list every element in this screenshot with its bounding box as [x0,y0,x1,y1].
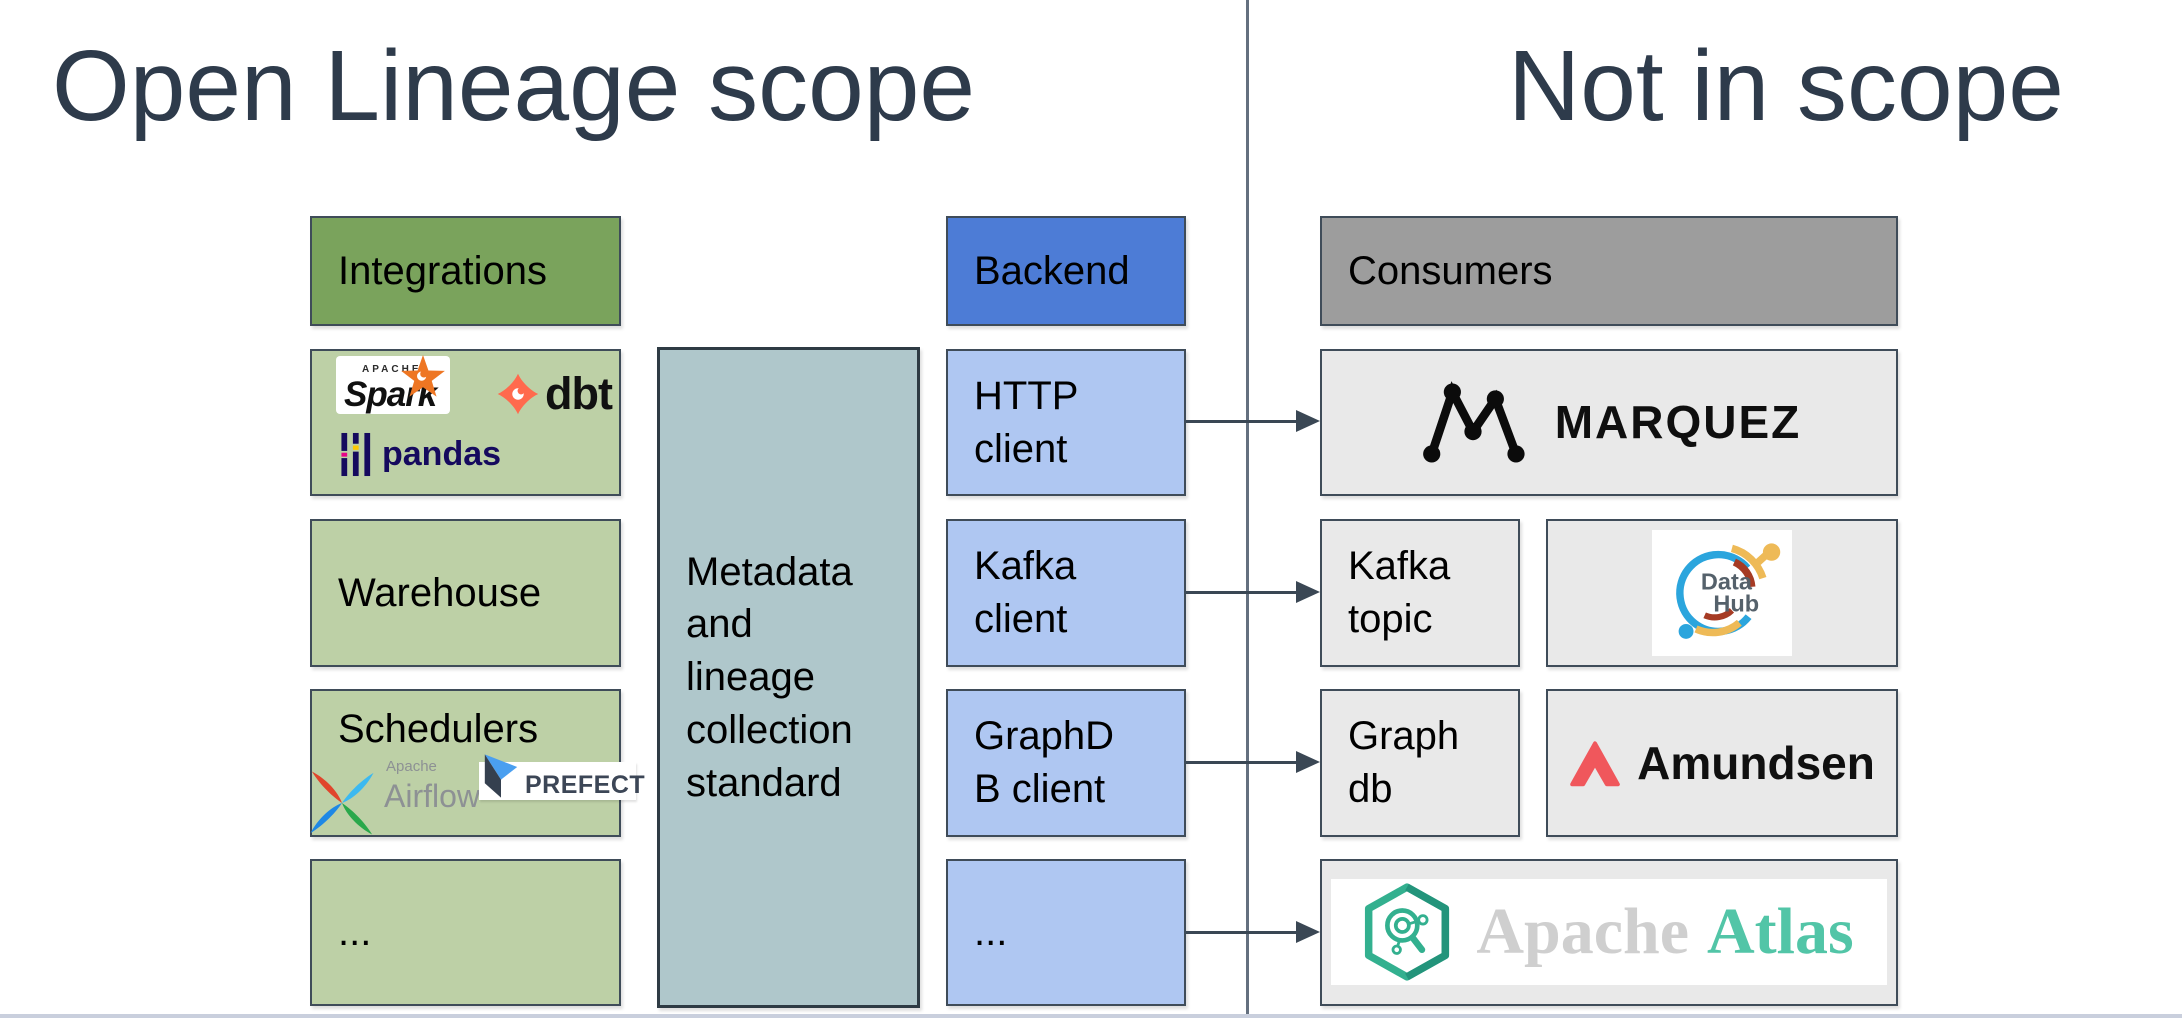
schedulers-label: Schedulers [338,707,539,751]
left-scope-title: Open Lineage scope [52,30,975,142]
kafka-topic-box: Kafka topic [1320,519,1520,667]
metadata-standard-box: Metadata and lineage collection standard [657,347,920,1008]
atlas-label: Atlas [1707,895,1854,969]
airflow-pinwheel-icon [310,771,374,835]
amundsen-label: Amundsen [1637,736,1875,789]
atlas-box: Apache Atlas [1320,859,1898,1006]
arrow-more-to-atlas [1186,921,1320,943]
center-divider-line [1246,0,1249,1014]
spark-star-icon [401,355,445,397]
pandas-icon [341,432,371,477]
amundsen-icon [1570,741,1620,787]
integrations-header-box: Integrations [310,216,621,326]
dbt-logo: dbt [496,364,613,423]
http-client-label: HTTP client [974,373,1079,471]
warehouse-label: Warehouse [338,570,542,615]
integrations-header-label: Integrations [338,248,548,293]
right-scope-title: Not in scope [1508,30,2064,142]
pandas-logo: pandas [340,431,501,478]
amundsen-box: Amundsen [1546,689,1898,837]
arrow-http-to-marquez [1186,410,1320,432]
schedulers-box: Schedulers Apache Airflow PREFECT [310,689,645,837]
marquez-label: MARQUEZ [1554,396,1802,449]
integrations-more-box: ... [310,859,621,1006]
marquez-logo-icon [1422,380,1525,463]
datahub-box: Data Hub [1546,519,1898,667]
marquez-box: MARQUEZ [1320,349,1898,496]
spark-logo: APACHE Spark [336,355,450,414]
integrations-more-label: ... [338,910,372,955]
http-client-box: HTTP client [946,349,1186,496]
backend-more-label: ... [974,910,1008,955]
graphdb-client-box: GraphD B client [946,689,1186,837]
spark-apache-label: APACHE [362,364,422,375]
backend-more-box: ... [946,859,1186,1006]
airflow-apache-label: Apache [386,758,437,776]
datahub-label-line2: Hub [1713,591,1759,617]
graph-db-box: Graph db [1320,689,1520,837]
prefect-label: PREFECT [525,771,646,799]
datahub-label-line1: Data [1701,568,1753,594]
arrow-graphdb-to-graphdb [1186,751,1320,773]
kafka-client-box: Kafka client [946,519,1186,667]
pandas-label: pandas [382,435,502,474]
atlas-hexagon-icon [1365,883,1450,981]
kafka-topic-label: Kafka topic [1348,544,1451,641]
datahub-logo: Data Hub [1652,530,1792,656]
prefect-icon [484,754,518,798]
apache-atlas-logo: Apache Atlas [1331,879,1887,985]
datahub-icon: Data Hub [1676,543,1781,639]
consumers-header-label: Consumers [1348,248,1553,293]
integration-tools-box: APACHE Spark dbt [310,349,621,496]
warehouse-box: Warehouse [310,519,621,667]
metadata-standard-label: Metadata and lineage collection standard [686,549,853,805]
kafka-client-label: Kafka client [974,544,1077,641]
airflow-label: Airflow [384,777,481,814]
bottom-border-line [0,1014,2182,1018]
prefect-logo: PREFECT [479,754,645,800]
dbt-label: dbt [545,368,613,419]
graph-db-label: Graph db [1348,714,1460,811]
graphdb-client-label: GraphD B client [974,714,1115,811]
backend-header-box: Backend [946,216,1186,326]
backend-header-label: Backend [974,248,1130,293]
atlas-apache-label: Apache [1476,895,1689,969]
arrow-kafka-to-topic [1186,581,1320,603]
dbt-icon [497,373,539,414]
consumers-header-box: Consumers [1320,216,1898,326]
